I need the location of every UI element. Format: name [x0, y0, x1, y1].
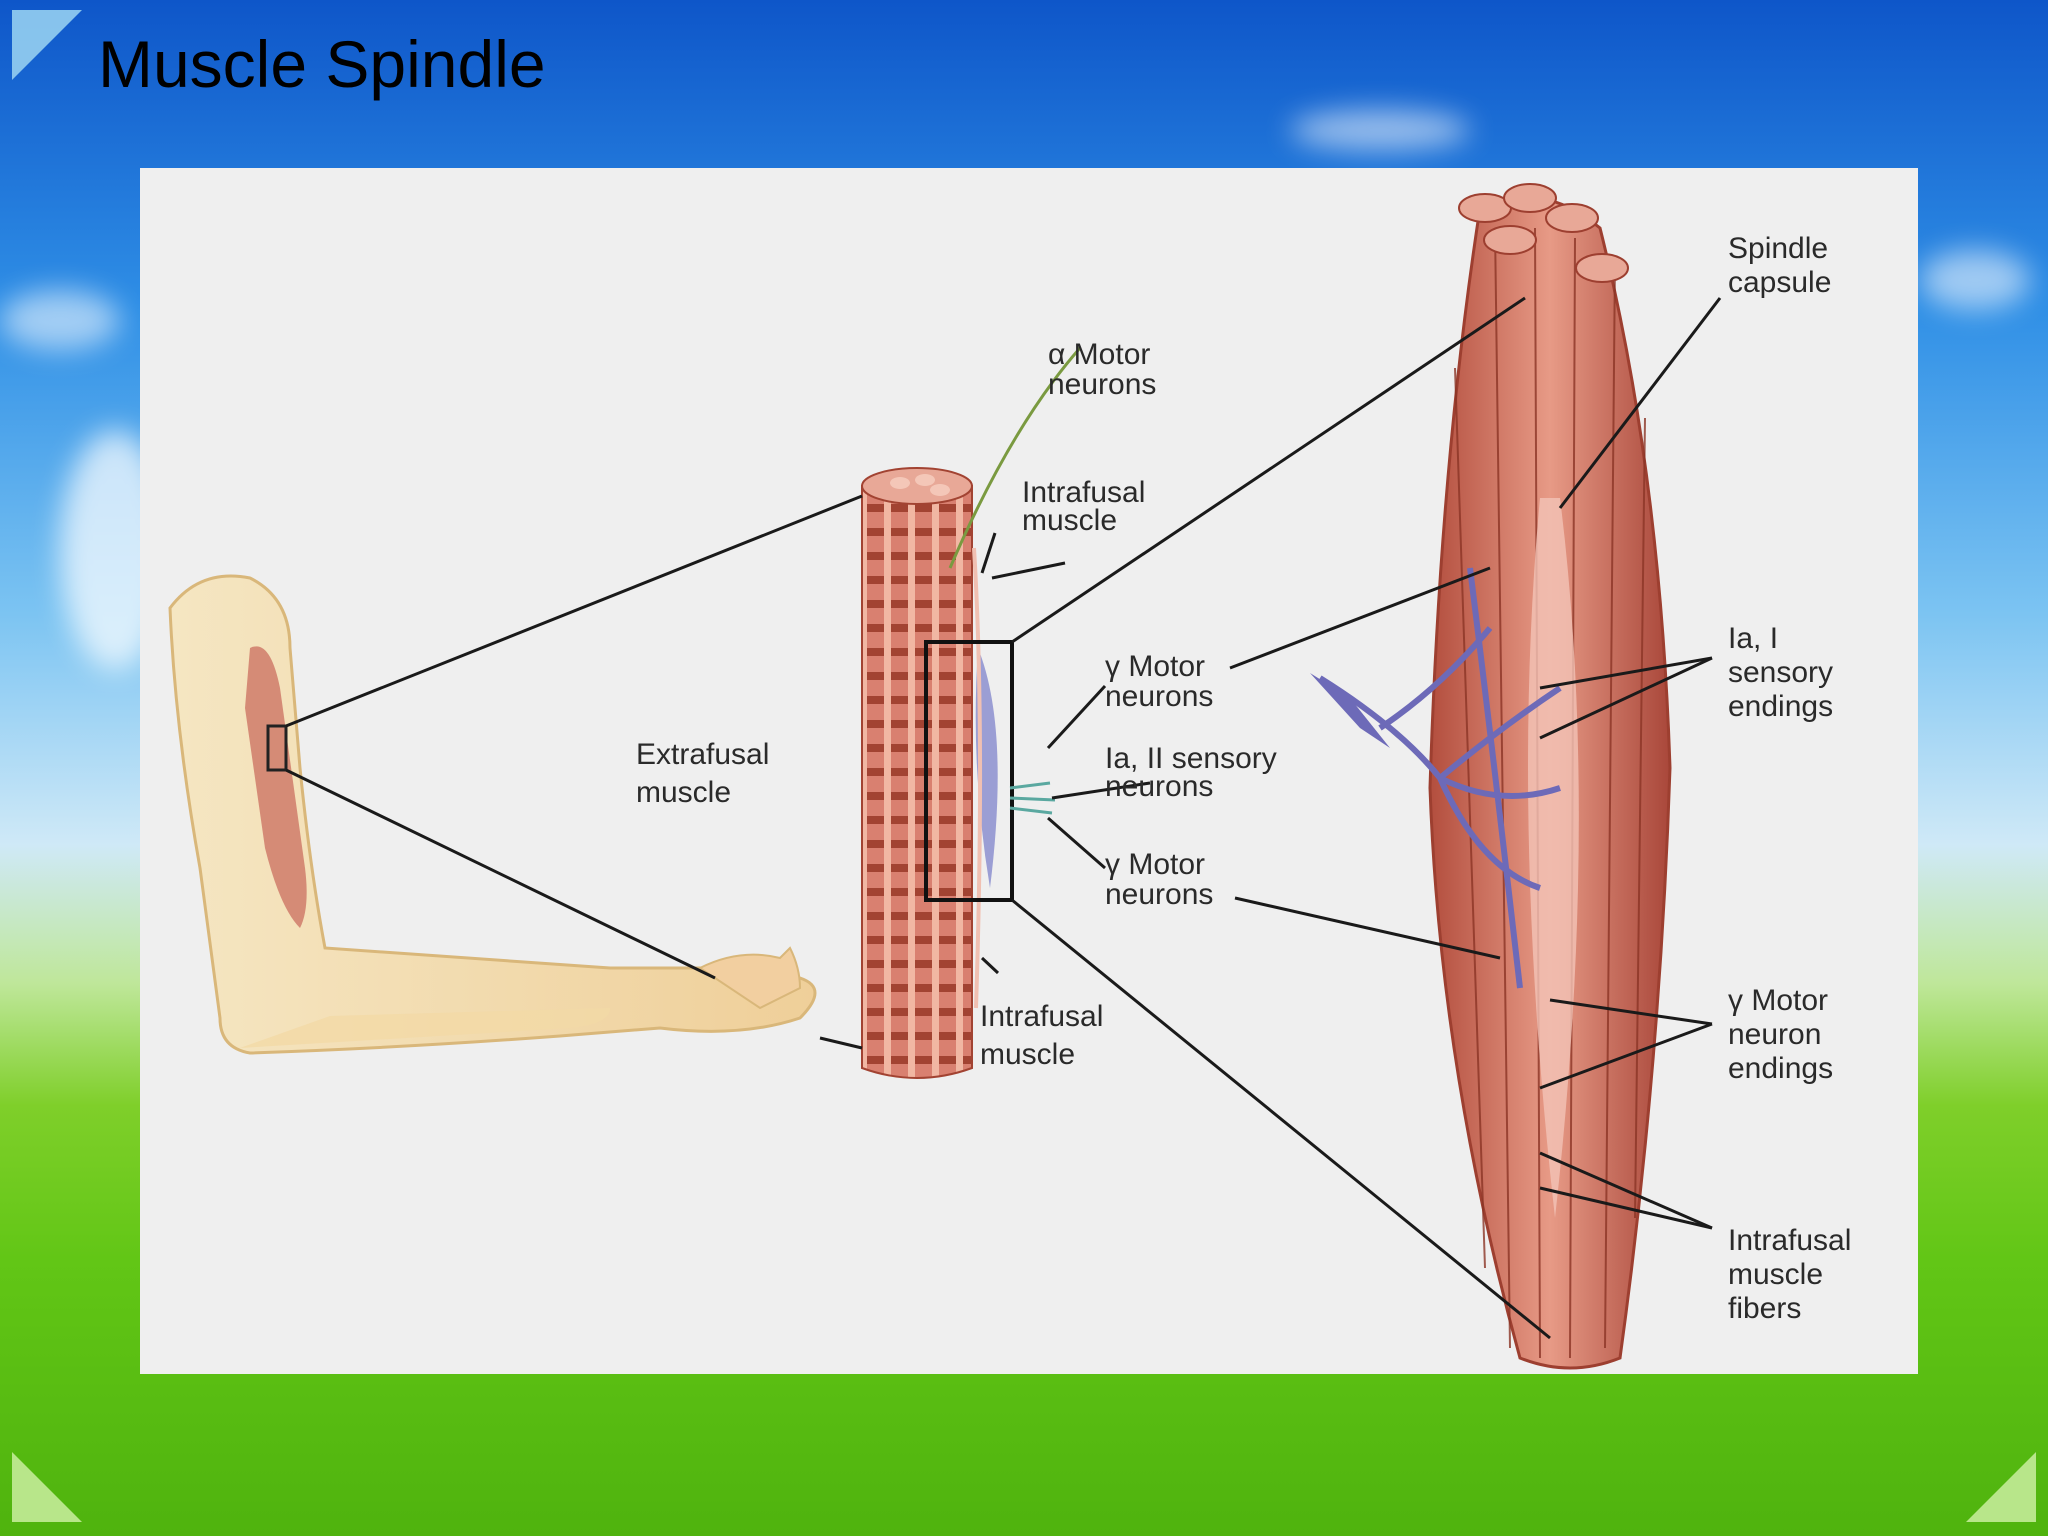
- label-extrafusal-muscle: muscle: [636, 776, 731, 809]
- label-intrafusal-muscle-bottom: Intrafusal: [980, 1000, 1103, 1033]
- corner-triangle-bottom-left: [12, 1452, 82, 1522]
- label-gamma-motor-neurons-lower: γ Motor: [1105, 848, 1205, 881]
- diagram-svg: α Motor neurons Intrafusal muscle Extraf…: [168, 183, 1851, 1370]
- label-intrafusal-muscle-top: Intrafusal: [1022, 476, 1145, 509]
- label-sensory-neurons: neurons: [1105, 770, 1213, 803]
- label-alpha-motor-neurons: α Motor: [1048, 338, 1150, 371]
- label-intrafusal-muscle-top: muscle: [1022, 504, 1117, 537]
- muscle-spindle-figure: α Motor neurons Intrafusal muscle Extraf…: [140, 168, 1918, 1374]
- label-spindle-capsule: capsule: [1728, 266, 1831, 299]
- label-gamma-motor-neuron-endings: γ Motor: [1728, 984, 1828, 1017]
- label-gamma-motor-neuron-endings: neuron: [1728, 1018, 1821, 1051]
- arm-illustration: [168, 574, 817, 1055]
- label-spindle-capsule: Spindle: [1728, 232, 1828, 265]
- label-extrafusal-muscle: Extrafusal: [636, 738, 769, 771]
- background-cloud: [1920, 250, 2030, 310]
- label-gamma-motor-neurons-upper: γ Motor: [1105, 650, 1205, 683]
- label-gamma-motor-neurons-upper: neurons: [1105, 680, 1213, 713]
- label-sensory-endings: sensory: [1728, 656, 1833, 689]
- spindle-callout-box: [924, 640, 1014, 902]
- callout-lines: [285, 296, 1722, 1340]
- label-gamma-motor-neurons-lower: neurons: [1105, 878, 1213, 911]
- diagram-labels: α Motor neurons Intrafusal muscle Extraf…: [636, 232, 1851, 1325]
- label-intrafusal-muscle-bottom: muscle: [980, 1038, 1075, 1071]
- label-intrafusal-muscle-fibers: Intrafusal: [1728, 1224, 1851, 1257]
- muscle-spindle-enlarged: [1310, 183, 1672, 1370]
- label-intrafusal-muscle-fibers: muscle: [1728, 1258, 1823, 1291]
- extrafusal-muscle-cylinder: [861, 347, 1082, 1079]
- label-gamma-motor-neuron-endings: endings: [1728, 1052, 1833, 1085]
- label-sensory-endings: endings: [1728, 690, 1833, 723]
- arm-callout-box: [266, 724, 288, 772]
- background-cloud: [0, 290, 120, 350]
- label-sensory-neurons: Ia, II sensory: [1105, 742, 1277, 775]
- label-alpha-motor-neurons: neurons: [1048, 368, 1156, 401]
- label-intrafusal-muscle-fibers: fibers: [1728, 1292, 1801, 1325]
- corner-triangle-top-left: [12, 10, 82, 80]
- background-cloud: [1290, 110, 1470, 150]
- corner-triangle-bottom-right: [1966, 1452, 2036, 1522]
- slide-title: Muscle Spindle: [98, 27, 546, 101]
- label-sensory-endings: Ia, I: [1728, 622, 1778, 655]
